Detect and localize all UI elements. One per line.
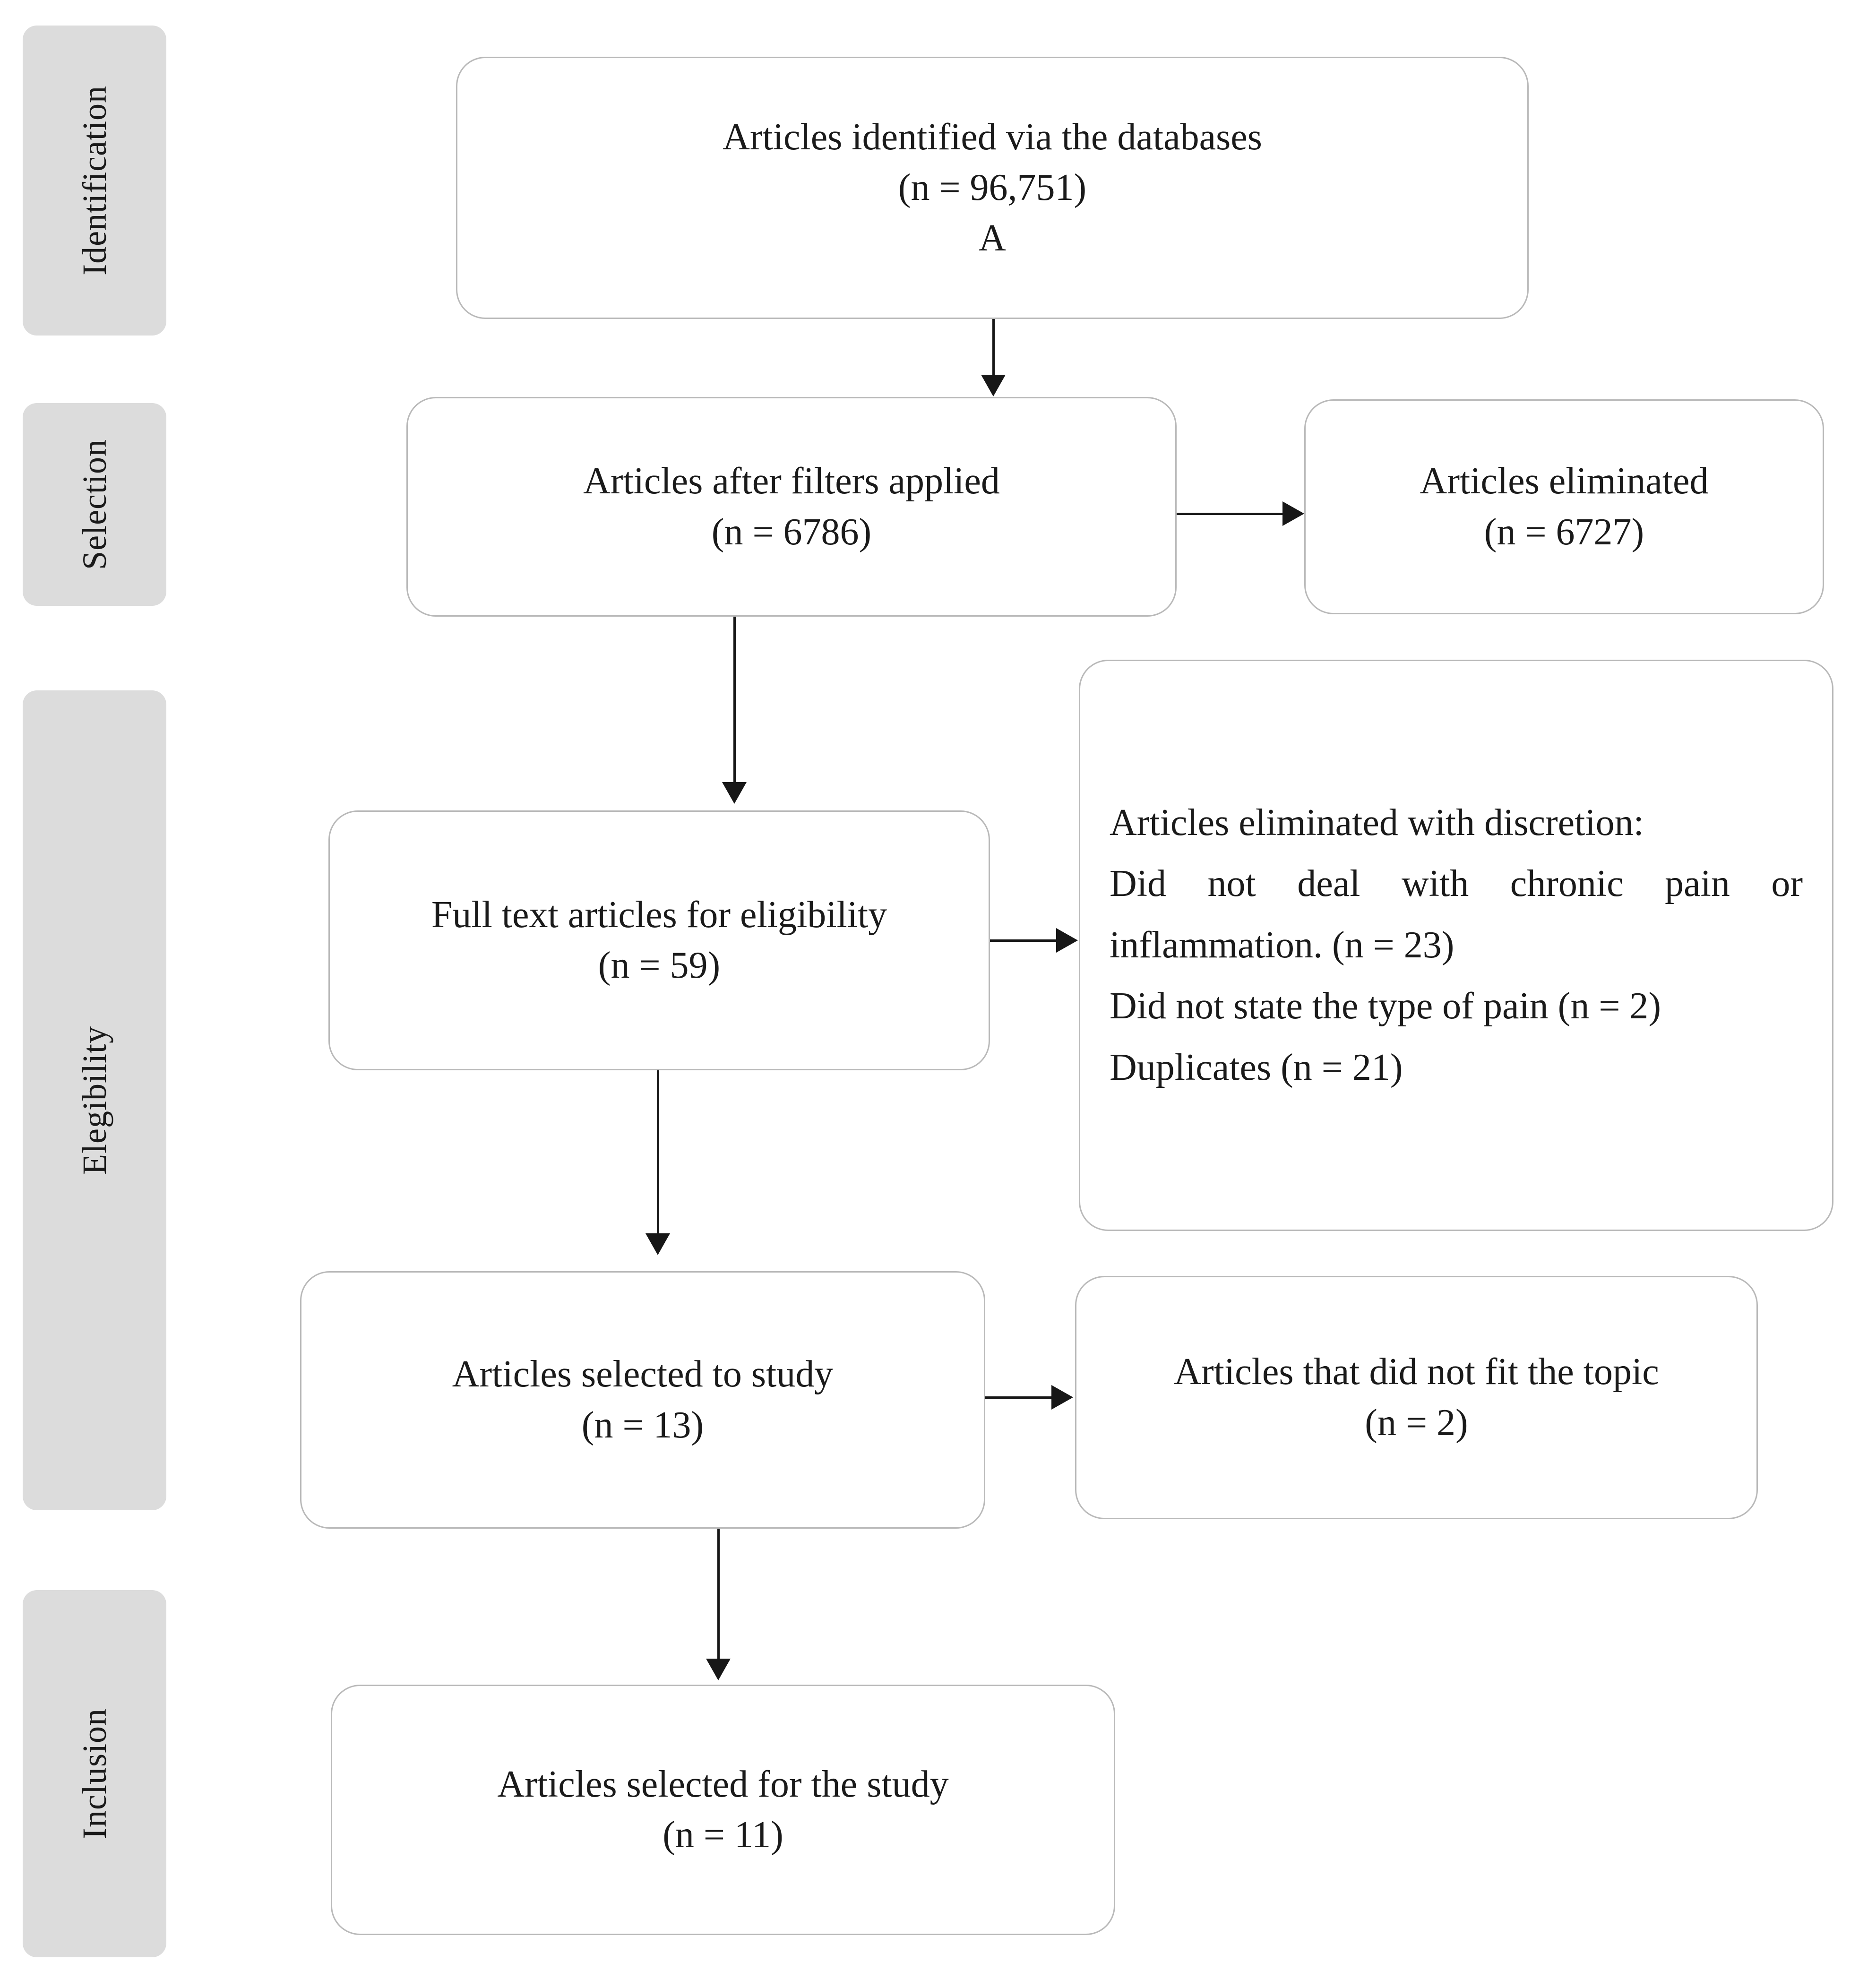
connector-fulltext-to-discretion-arrow-icon: [1056, 928, 1078, 953]
stage-tab-selection-label: Selection: [75, 439, 113, 570]
connector-fulltext-to-discretion: [990, 939, 1059, 942]
discretion-reason-1-line-1: Did not deal with chronic pain or: [1110, 863, 1803, 905]
node-articles-not-fit-topic: Articles that did not fit the topic (n =…: [1075, 1276, 1758, 1519]
node-full-text-eligibility-count: (n = 59): [598, 945, 721, 986]
connector-fulltext-to-selected: [657, 1070, 659, 1236]
node-eliminated-with-discretion: Articles eliminated with discretion: Did…: [1079, 660, 1833, 1231]
node-articles-after-filters: Articles after filters applied (n = 6786…: [406, 397, 1177, 617]
node-articles-selected-for-study: Articles selected for the study (n = 11): [331, 1685, 1115, 1935]
connector-filters-to-fulltext: [733, 617, 736, 784]
node-articles-not-fit-topic-count: (n = 2): [1365, 1402, 1468, 1444]
node-articles-identified: Articles identified via the databases (n…: [456, 57, 1529, 319]
node-articles-after-filters-title: Articles after filters applied: [583, 460, 1000, 502]
connector-filters-to-eliminated-arrow-icon: [1282, 501, 1304, 526]
node-articles-selected-to-study-title: Articles selected to study: [452, 1353, 834, 1395]
node-eliminated-with-discretion-body: Articles eliminated with discretion: Did…: [1080, 792, 1832, 1099]
stage-tab-inclusion-label: Inclusion: [75, 1708, 113, 1839]
discretion-heading: Articles eliminated with discretion:: [1110, 801, 1644, 843]
node-articles-selected-for-study-count: (n = 11): [663, 1814, 783, 1856]
node-articles-after-filters-count: (n = 6786): [711, 511, 872, 553]
node-articles-identified-marker: A: [979, 217, 1006, 259]
stage-tab-elegibility: Elegibility: [23, 690, 166, 1510]
connector-identified-to-filters: [992, 319, 995, 378]
stage-tab-selection: Selection: [23, 403, 166, 606]
connector-selected-to-notfit-arrow-icon: [1051, 1385, 1073, 1410]
node-full-text-eligibility-title: Full text articles for eligibility: [431, 894, 887, 936]
connector-filters-to-fulltext-arrow-icon: [722, 782, 747, 804]
discretion-reason-1-line-2: inflammation. (n = 23): [1110, 924, 1454, 966]
node-full-text-eligibility: Full text articles for eligibility (n = …: [328, 810, 990, 1070]
node-articles-not-fit-topic-title: Articles that did not fit the topic: [1174, 1351, 1659, 1393]
connector-selected-to-notfit: [985, 1396, 1054, 1399]
connector-filters-to-eliminated: [1177, 513, 1285, 515]
discretion-reason-2: Did not state the type of pain (n = 2): [1110, 985, 1661, 1027]
stage-tab-identification: Identification: [23, 26, 166, 336]
node-articles-identified-title: Articles identified via the databases: [723, 116, 1262, 158]
node-articles-selected-to-study: Articles selected to study (n = 13): [300, 1271, 985, 1529]
node-articles-identified-count: (n = 96,751): [898, 166, 1087, 208]
node-articles-selected-to-study-count: (n = 13): [581, 1404, 704, 1446]
connector-fulltext-to-selected-arrow-icon: [645, 1233, 670, 1255]
node-articles-eliminated-title: Articles eliminated: [1420, 460, 1709, 502]
node-articles-selected-for-study-title: Articles selected for the study: [497, 1763, 949, 1805]
connector-identified-to-filters-arrow-icon: [981, 375, 1006, 396]
stage-tab-inclusion: Inclusion: [23, 1590, 166, 1957]
node-articles-eliminated: Articles eliminated (n = 6727): [1304, 399, 1824, 614]
discretion-reason-3: Duplicates (n = 21): [1110, 1046, 1403, 1088]
node-articles-eliminated-count: (n = 6727): [1484, 511, 1644, 553]
stage-tab-identification-label: Identification: [75, 86, 113, 275]
stage-tab-elegibility-label: Elegibility: [75, 1026, 113, 1175]
connector-selected-to-final-arrow-icon: [706, 1659, 731, 1680]
connector-selected-to-final: [717, 1529, 720, 1661]
